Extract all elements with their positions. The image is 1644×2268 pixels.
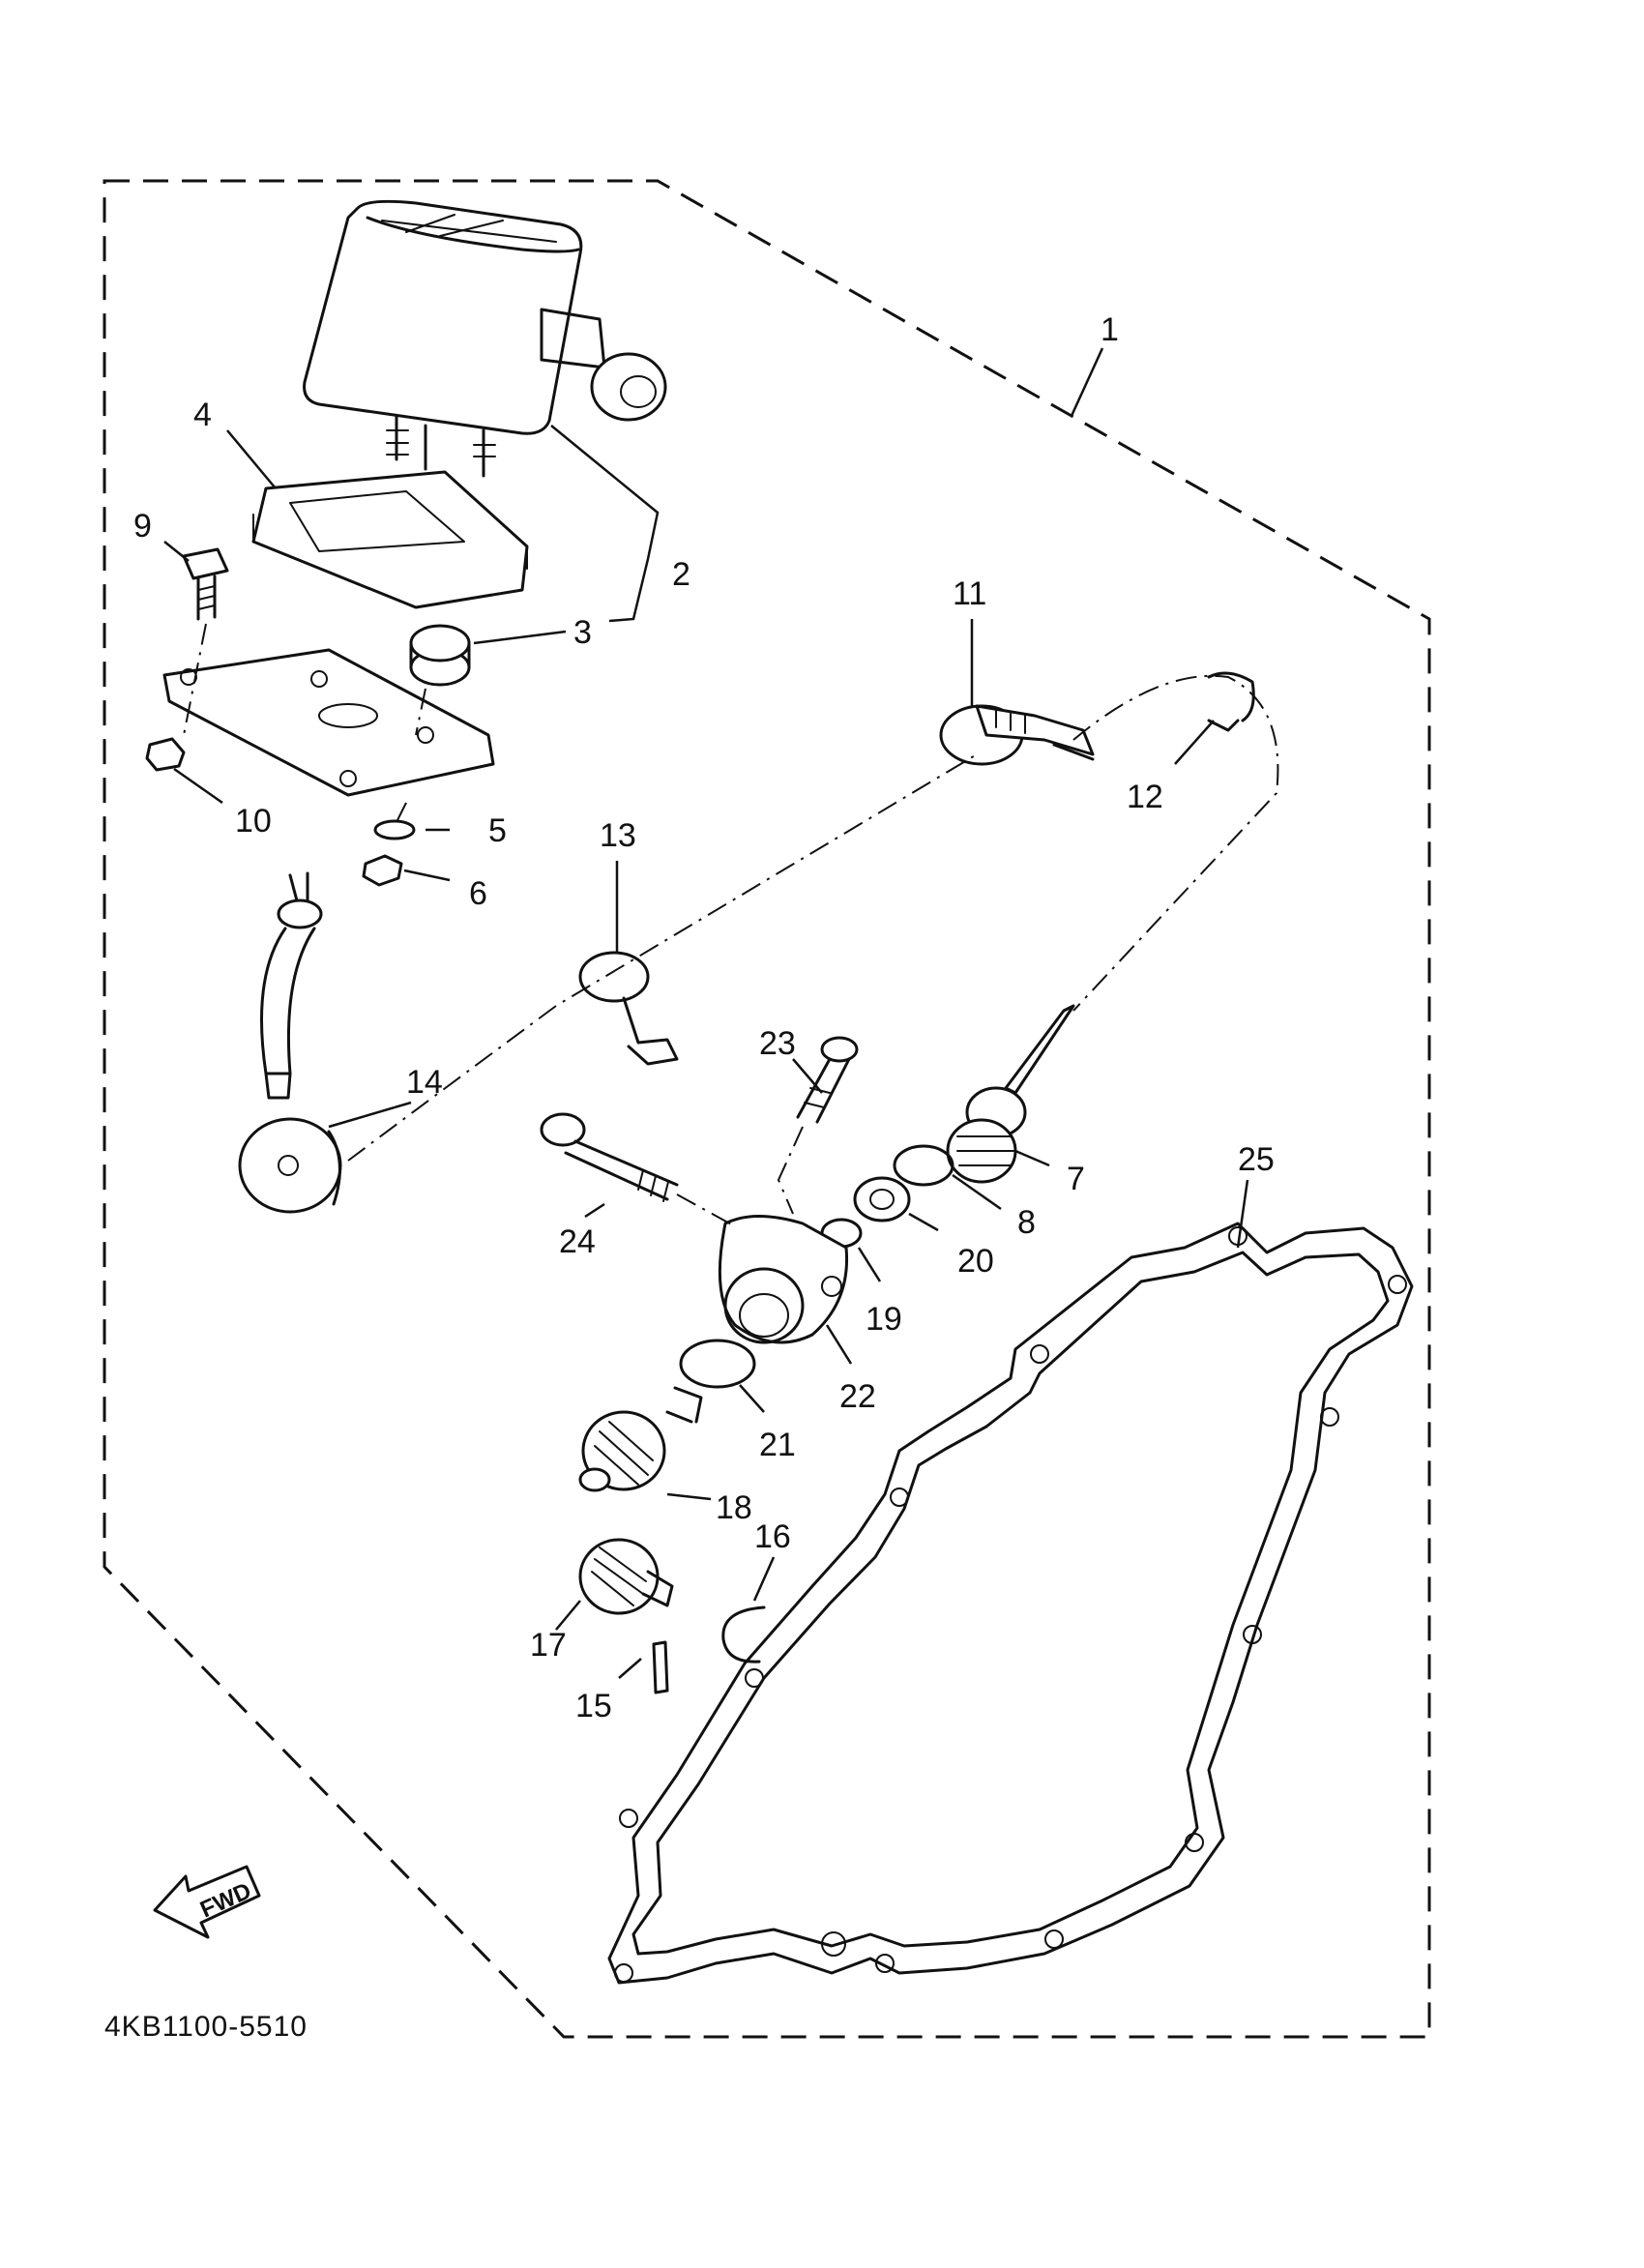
forward-direction-arrow-icon: FWD [153,1865,261,1939]
part-label-18: 18 [716,1489,752,1526]
gasket-25 [607,1222,1414,1985]
bearing-20 [853,1176,911,1222]
part-label-22: 22 [839,1378,876,1415]
gear-18 [578,1386,703,1492]
meter-housing [303,199,667,478]
part-label-14: 14 [406,1064,443,1101]
part-label-25: 25 [1238,1141,1275,1178]
part-label-19: 19 [866,1301,902,1338]
part-label-6: 6 [469,875,487,912]
part-label-24: 24 [559,1223,596,1260]
speedometer-drive-14 [238,871,342,1214]
part-label-3: 3 [573,614,592,651]
gear-17 [578,1538,674,1615]
fastener-axis-line [183,623,426,823]
clamp-13 [578,951,679,1066]
housing-22 [718,1215,849,1344]
assembly-boundary [103,179,1431,2039]
part-label-15: 15 [575,1688,612,1724]
pin-15 [652,1640,669,1694]
cable-routing-line-upper [1072,674,1279,1012]
screw-axis-line [777,1126,804,1215]
part-label-8: 8 [1017,1204,1036,1241]
part-label-12: 12 [1127,779,1163,815]
clip-12 [1207,671,1255,732]
o-ring-8 [893,1144,954,1187]
diagram-reference-code: 4KB1100-5510 [104,2011,308,2043]
part-label-17: 17 [530,1627,567,1664]
part-label-21: 21 [759,1427,796,1463]
part-label-23: 23 [759,1025,796,1062]
part-label-2: 2 [672,556,690,593]
part-label-13: 13 [600,817,636,854]
part-label-7: 7 [1067,1161,1085,1197]
part-label-1: 1 [1101,311,1119,348]
cable-end-7 [946,1004,1075,1184]
meter-base-plate [251,470,529,609]
bolt-9 [182,547,229,621]
part-label-10: 10 [235,803,272,839]
part-label-11: 11 [953,575,986,612]
cable-tie-11 [939,704,1095,766]
cable-routing-line-lower [347,753,978,1162]
part-label-20: 20 [957,1243,994,1280]
circlip-16 [721,1605,766,1664]
screw-23 [796,1036,859,1124]
o-ring-21 [679,1339,756,1389]
part-label-4: 4 [193,397,212,433]
leader-lines [163,347,1249,1679]
bolt-axis-line [676,1193,736,1227]
part-label-9: 9 [133,508,152,545]
part-label-5: 5 [488,812,507,849]
part-label-16: 16 [754,1518,791,1555]
long-bolt-24 [540,1112,679,1202]
small-fasteners [145,737,416,887]
grommet [409,624,471,687]
